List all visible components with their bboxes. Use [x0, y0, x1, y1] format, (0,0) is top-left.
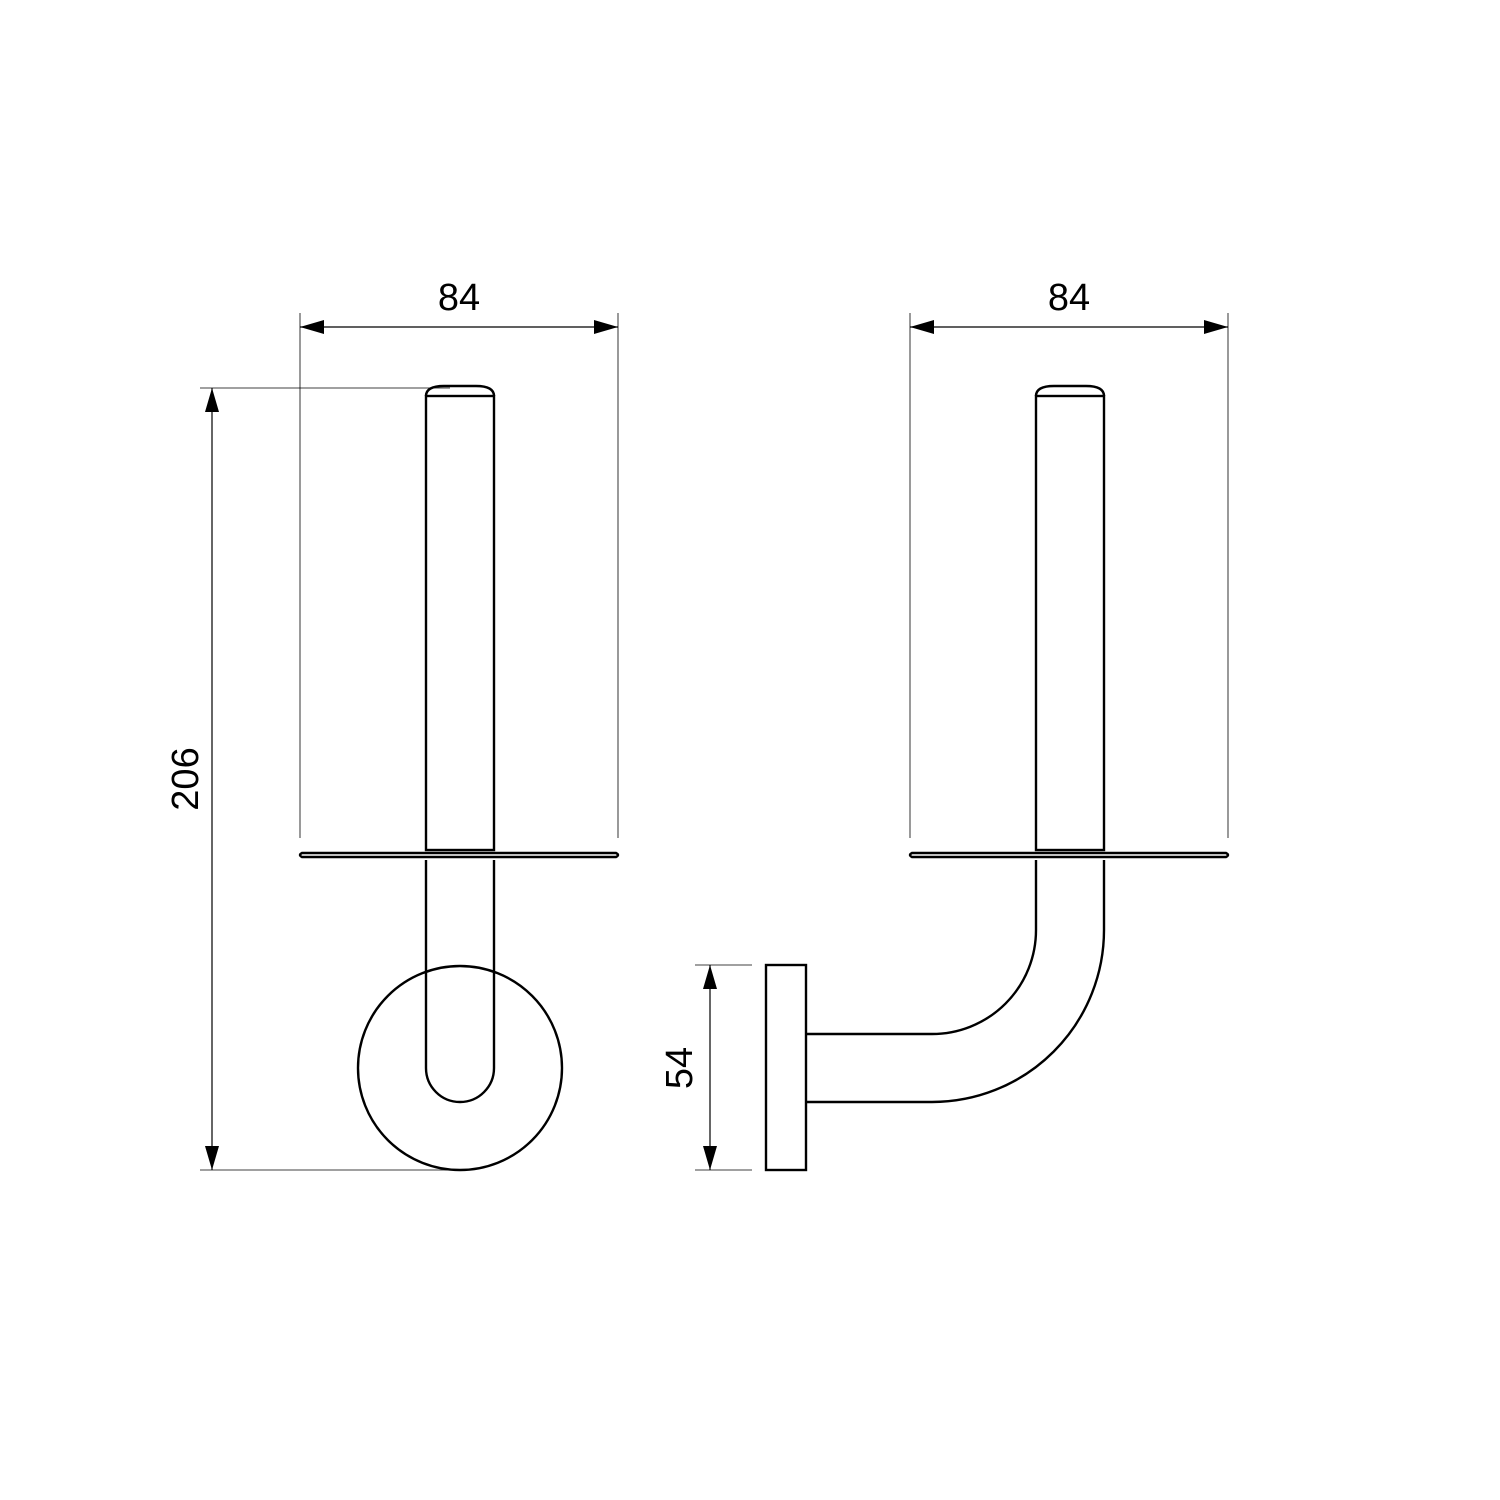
side-spindle: [1034, 394, 1106, 852]
side-plate: [908, 851, 1230, 859]
front-spindle-cap: [424, 384, 496, 397]
side-flange-arrow-top: [703, 965, 717, 989]
side-spindle-cap: [1034, 384, 1106, 397]
front-lower-arm: [424, 860, 496, 1104]
front-height-arrow-bottom: [205, 1146, 219, 1170]
side-width-label: 84: [1048, 277, 1090, 319]
front-width-arrow-right: [594, 320, 618, 334]
side-view: 84 54: [659, 277, 1230, 1172]
side-width-arrow-right: [1204, 320, 1228, 334]
front-height-arrow-top: [205, 388, 219, 412]
front-rosette: [356, 964, 564, 1172]
front-height-label: 206: [165, 747, 207, 810]
side-wall-flange: [764, 963, 808, 1172]
front-width-label: 84: [438, 277, 480, 319]
front-spindle: [424, 394, 496, 852]
side-flange-label: 54: [659, 1047, 701, 1089]
front-plate: [298, 851, 620, 859]
side-width-arrow-left: [910, 320, 934, 334]
front-view: 84 206: [165, 277, 620, 1172]
side-bent-arm-inner: [806, 860, 1038, 1036]
side-bent-arm-outer: [806, 860, 1106, 1104]
side-flange-arrow-bottom: [703, 1146, 717, 1170]
front-width-arrow-left: [300, 320, 324, 334]
